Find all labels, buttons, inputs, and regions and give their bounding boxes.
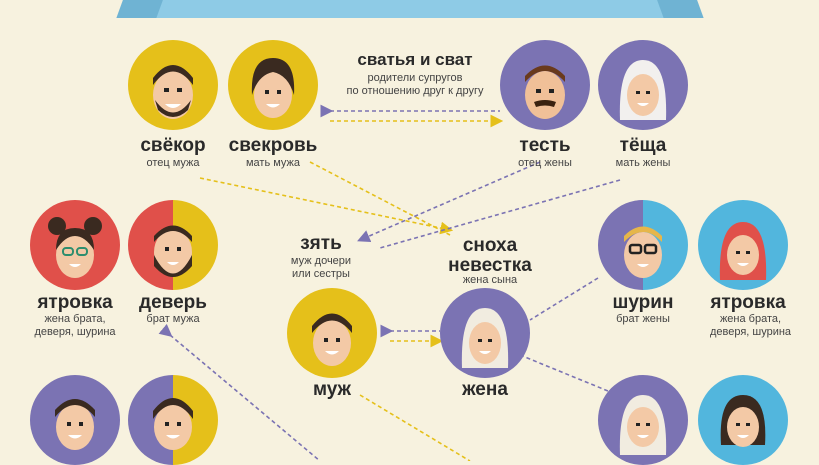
label-dever: деверь [139, 292, 207, 313]
label-svekor: свёкор [140, 135, 206, 156]
avatar-zhena [440, 288, 530, 378]
avatar-bottom-4 [698, 375, 788, 465]
avatar-svekrov [228, 40, 318, 130]
desc-yatrovka-right: жена брата, деверя, шурина [709, 313, 792, 338]
label-snokha: сноха невестка [448, 235, 532, 276]
avatar-yatrovka-left [30, 200, 120, 290]
avatar-tescha [598, 40, 688, 130]
desc-shurin: брат жены [616, 313, 670, 325]
avatar-muzh [287, 288, 377, 378]
desc-dever: брат мужа [146, 313, 200, 325]
avatar-bottom-3 [598, 375, 688, 465]
label-yatrovka-left: ятровка [37, 292, 113, 313]
avatar-bottom-2 [128, 375, 218, 465]
avatar-yatrovka-right [698, 200, 788, 290]
label-yatrovka-right: ятровка [710, 292, 786, 313]
desc-snokha: жена сына [462, 274, 518, 286]
desc-yatrovka-left: жена брата, деверя, шурина [34, 313, 116, 338]
avatar-bottom-1 [30, 375, 120, 465]
avatar-shurin [598, 200, 688, 290]
center-desc: родители супругов по отношению друг к др… [346, 72, 484, 97]
label-muzh: муж [312, 379, 352, 400]
desc-svekrov: мать мужа [245, 157, 301, 169]
label-shurin: шурин [612, 292, 674, 313]
desc-zyat: муж дочери или сестры [290, 255, 352, 280]
label-svekrov: свекровь [228, 135, 318, 156]
label-test: тесть [519, 135, 571, 156]
label-tescha: тёща [619, 135, 667, 156]
desc-svekor: отец мужа [146, 157, 200, 169]
center-title: сватья и сват [357, 50, 473, 69]
label-zhena: жена [462, 379, 508, 400]
desc-test: отец жены [518, 157, 572, 169]
avatar-dever [128, 200, 218, 290]
title-ribbon [150, 0, 670, 18]
avatar-test [500, 40, 590, 130]
label-zyat: зять [300, 233, 342, 254]
desc-tescha: мать жены [615, 157, 671, 169]
avatar-svekor [128, 40, 218, 130]
